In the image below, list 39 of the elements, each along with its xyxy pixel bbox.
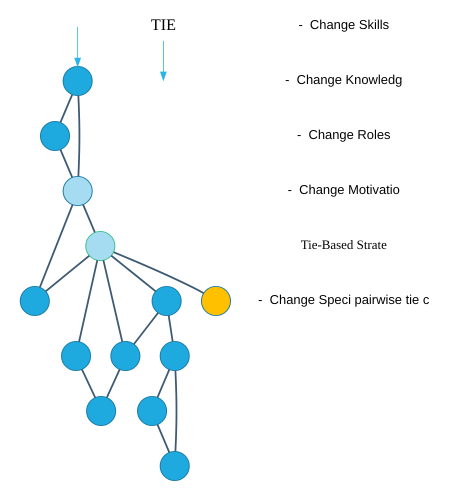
node-circle: [40, 120, 70, 152]
node-circle: [20, 286, 50, 316]
connector: [106, 369, 120, 398]
connector: [133, 312, 159, 345]
label: - Change Roles: [297, 127, 391, 142]
label: - Change Knowledg: [285, 72, 402, 88]
label: - Change Skills: [298, 17, 390, 32]
connector: [110, 254, 156, 292]
connector: [174, 370, 178, 452]
label: Tie-Based Strate: [300, 237, 387, 252]
connector: [156, 424, 170, 453]
node-circle: [85, 230, 116, 262]
connector: [60, 149, 74, 178]
node-circle: [160, 450, 190, 482]
label: - Change Speci pairwise tie c: [258, 292, 430, 308]
connector: [82, 204, 96, 233]
connector: [60, 94, 73, 123]
node-circle: [200, 286, 231, 316]
node-circle: [61, 340, 92, 372]
connector: [81, 369, 96, 398]
node-circle: [62, 66, 93, 96]
node-circle: [62, 176, 93, 206]
arrow: [74, 26, 82, 68]
node-text: TIE: [150, 17, 176, 34]
label: - Change Motivatio: [288, 182, 400, 198]
connector: [156, 369, 170, 398]
connector: [102, 260, 124, 342]
node-circle: [152, 286, 182, 316]
node-circle: [137, 396, 168, 426]
connector: [168, 315, 174, 342]
node-circle: [160, 340, 190, 372]
node-circle: [86, 396, 116, 426]
connector: [39, 204, 74, 288]
connector: [77, 96, 80, 176]
arrow: [160, 40, 167, 82]
connector: [78, 260, 98, 342]
connector: [113, 251, 204, 294]
connector: [45, 255, 90, 292]
node-circle: [110, 340, 140, 372]
